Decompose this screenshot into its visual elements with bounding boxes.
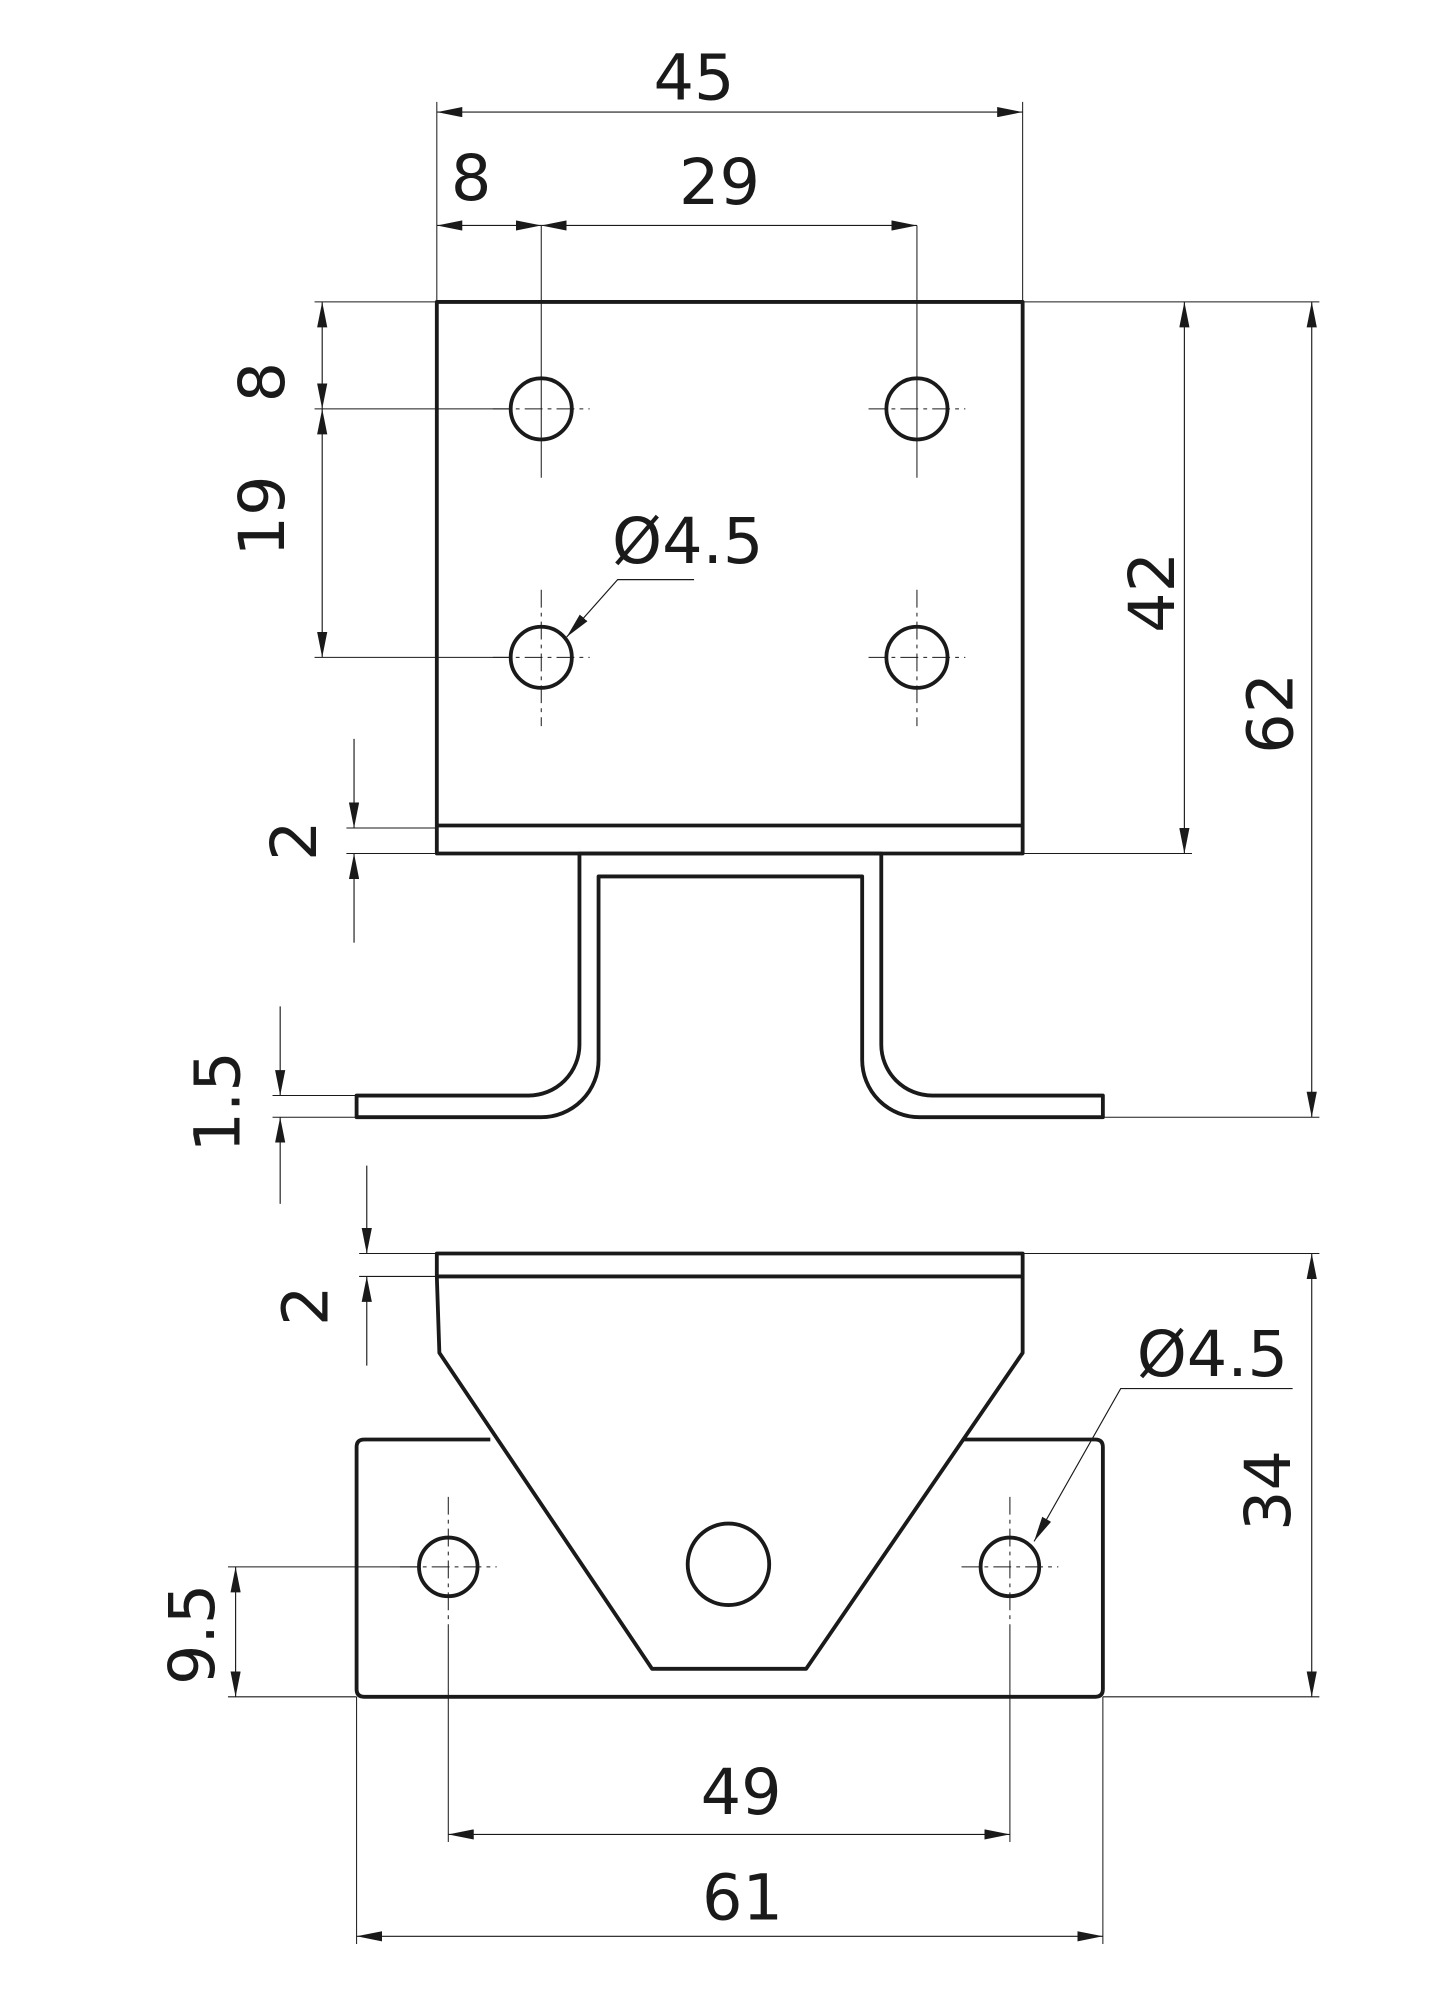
dim-label: 62 <box>1235 673 1309 754</box>
dimension-42-62: 42 62 <box>1022 301 1320 1118</box>
hole-diameter-callout: Ø4.5 <box>566 505 763 638</box>
dim-label: 61 <box>702 1862 783 1936</box>
dim-label: 42 <box>1116 552 1190 633</box>
dim-label: 8 <box>451 142 492 216</box>
dim-label: 1.5 <box>181 1051 255 1152</box>
top-view-holes <box>492 225 966 727</box>
dim-label: 49 <box>701 1756 782 1830</box>
dim-label: 2 <box>258 821 332 862</box>
dimension-8-19: 8 19 <box>226 301 510 658</box>
dim-label: 8 <box>226 362 300 403</box>
dim-label: 29 <box>679 146 760 220</box>
dimension-45: 45 <box>436 41 1024 302</box>
bottom-view <box>354 1251 1105 1699</box>
dimension-1-5: 1.5 <box>181 1006 357 1204</box>
dimension-bottom-2: 2 <box>269 1165 1320 1366</box>
bottom-hole-diameter-callout: Ø4.5 <box>1033 1318 1293 1542</box>
dimension-61: 61 <box>356 1696 1104 1944</box>
side-profile <box>354 851 1105 1120</box>
dim-label: 2 <box>269 1285 343 1326</box>
dim-label: 34 <box>1232 1450 1306 1531</box>
dim-label: 19 <box>226 475 300 556</box>
center-hole <box>685 1521 772 1608</box>
dimension-9-5: 9.5 <box>156 1566 421 1698</box>
dimension-8-29: 8 29 <box>436 142 917 231</box>
dimension-49: 49 <box>447 1636 1011 1843</box>
dimension-34: 34 <box>1102 1253 1320 1698</box>
dim-label: 45 <box>654 41 735 115</box>
dimension-thickness-2: 2 <box>258 738 437 943</box>
dim-label: Ø4.5 <box>612 505 763 579</box>
dim-label: Ø4.5 <box>1137 1318 1288 1392</box>
dim-label: 9.5 <box>156 1584 230 1685</box>
